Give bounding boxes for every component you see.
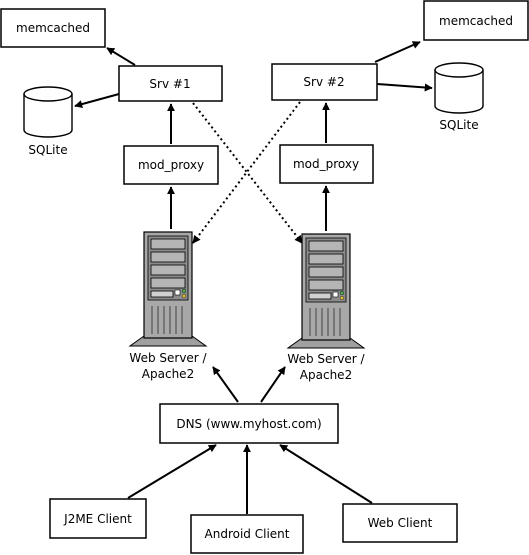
srv1-box: Srv #1 [118, 65, 223, 102]
web-server-label-left-line1: Web Server / [129, 351, 207, 365]
mod-proxy-box-right: mod_proxy [279, 144, 374, 184]
memcached-label-left: memcached [16, 21, 90, 35]
j2me-client-box: J2ME Client [49, 498, 147, 539]
arrow-dns-to-server-left [212, 366, 239, 403]
web-client-box: Web Client [342, 503, 458, 543]
web-server-left: Web Server / Apache2 [129, 231, 208, 381]
arrow-srv2-to-memcached [374, 41, 421, 63]
j2me-client-label: J2ME Client [63, 512, 132, 526]
sqlite-database-right: SQLite [434, 62, 484, 132]
android-client-label: Android Client [205, 527, 290, 541]
arrow-j2me-to-dns [127, 444, 217, 499]
web-server-label-right-line1: Web Server / [287, 352, 365, 366]
arrow-srv1-to-memcached [106, 47, 136, 66]
web-server-right: Web Server / Apache2 [287, 233, 366, 382]
mod-proxy-label-right: mod_proxy [293, 157, 359, 171]
mod-proxy-label-left: mod_proxy [138, 158, 204, 172]
web-server-label-left-line2: Apache2 [142, 367, 194, 381]
memcached-box-left: memcached [0, 8, 106, 48]
sqlite-label-left: SQLite [28, 143, 67, 157]
server-tower-icon [129, 231, 207, 347]
memcached-label-right: memcached [439, 14, 513, 28]
sqlite-label-right: SQLite [439, 118, 478, 132]
database-cylinder-icon [23, 86, 73, 138]
android-client-box: Android Client [190, 514, 304, 554]
sqlite-database-left: SQLite [23, 86, 73, 157]
srv2-label: Srv #2 [303, 75, 344, 89]
arrow-web-to-dns [279, 444, 373, 504]
database-cylinder-icon [434, 62, 484, 114]
srv2-box: Srv #2 [271, 63, 378, 101]
server-tower-icon [287, 233, 365, 349]
arrow-srv2-to-sqlite [376, 83, 433, 92]
mod-proxy-box-left: mod_proxy [123, 145, 219, 185]
web-server-label-right-line2: Apache2 [300, 368, 352, 382]
srv1-label: Srv #1 [149, 77, 190, 91]
web-client-label: Web Client [368, 516, 433, 530]
memcached-box-right: memcached [423, 0, 529, 41]
dns-label: DNS (www.myhost.com) [176, 417, 321, 431]
arrow-srv1-to-sqlite [74, 93, 120, 108]
connection-arrows [74, 41, 433, 514]
dns-box: DNS (www.myhost.com) [159, 403, 339, 444]
arrow-dns-to-server-right [260, 366, 286, 403]
